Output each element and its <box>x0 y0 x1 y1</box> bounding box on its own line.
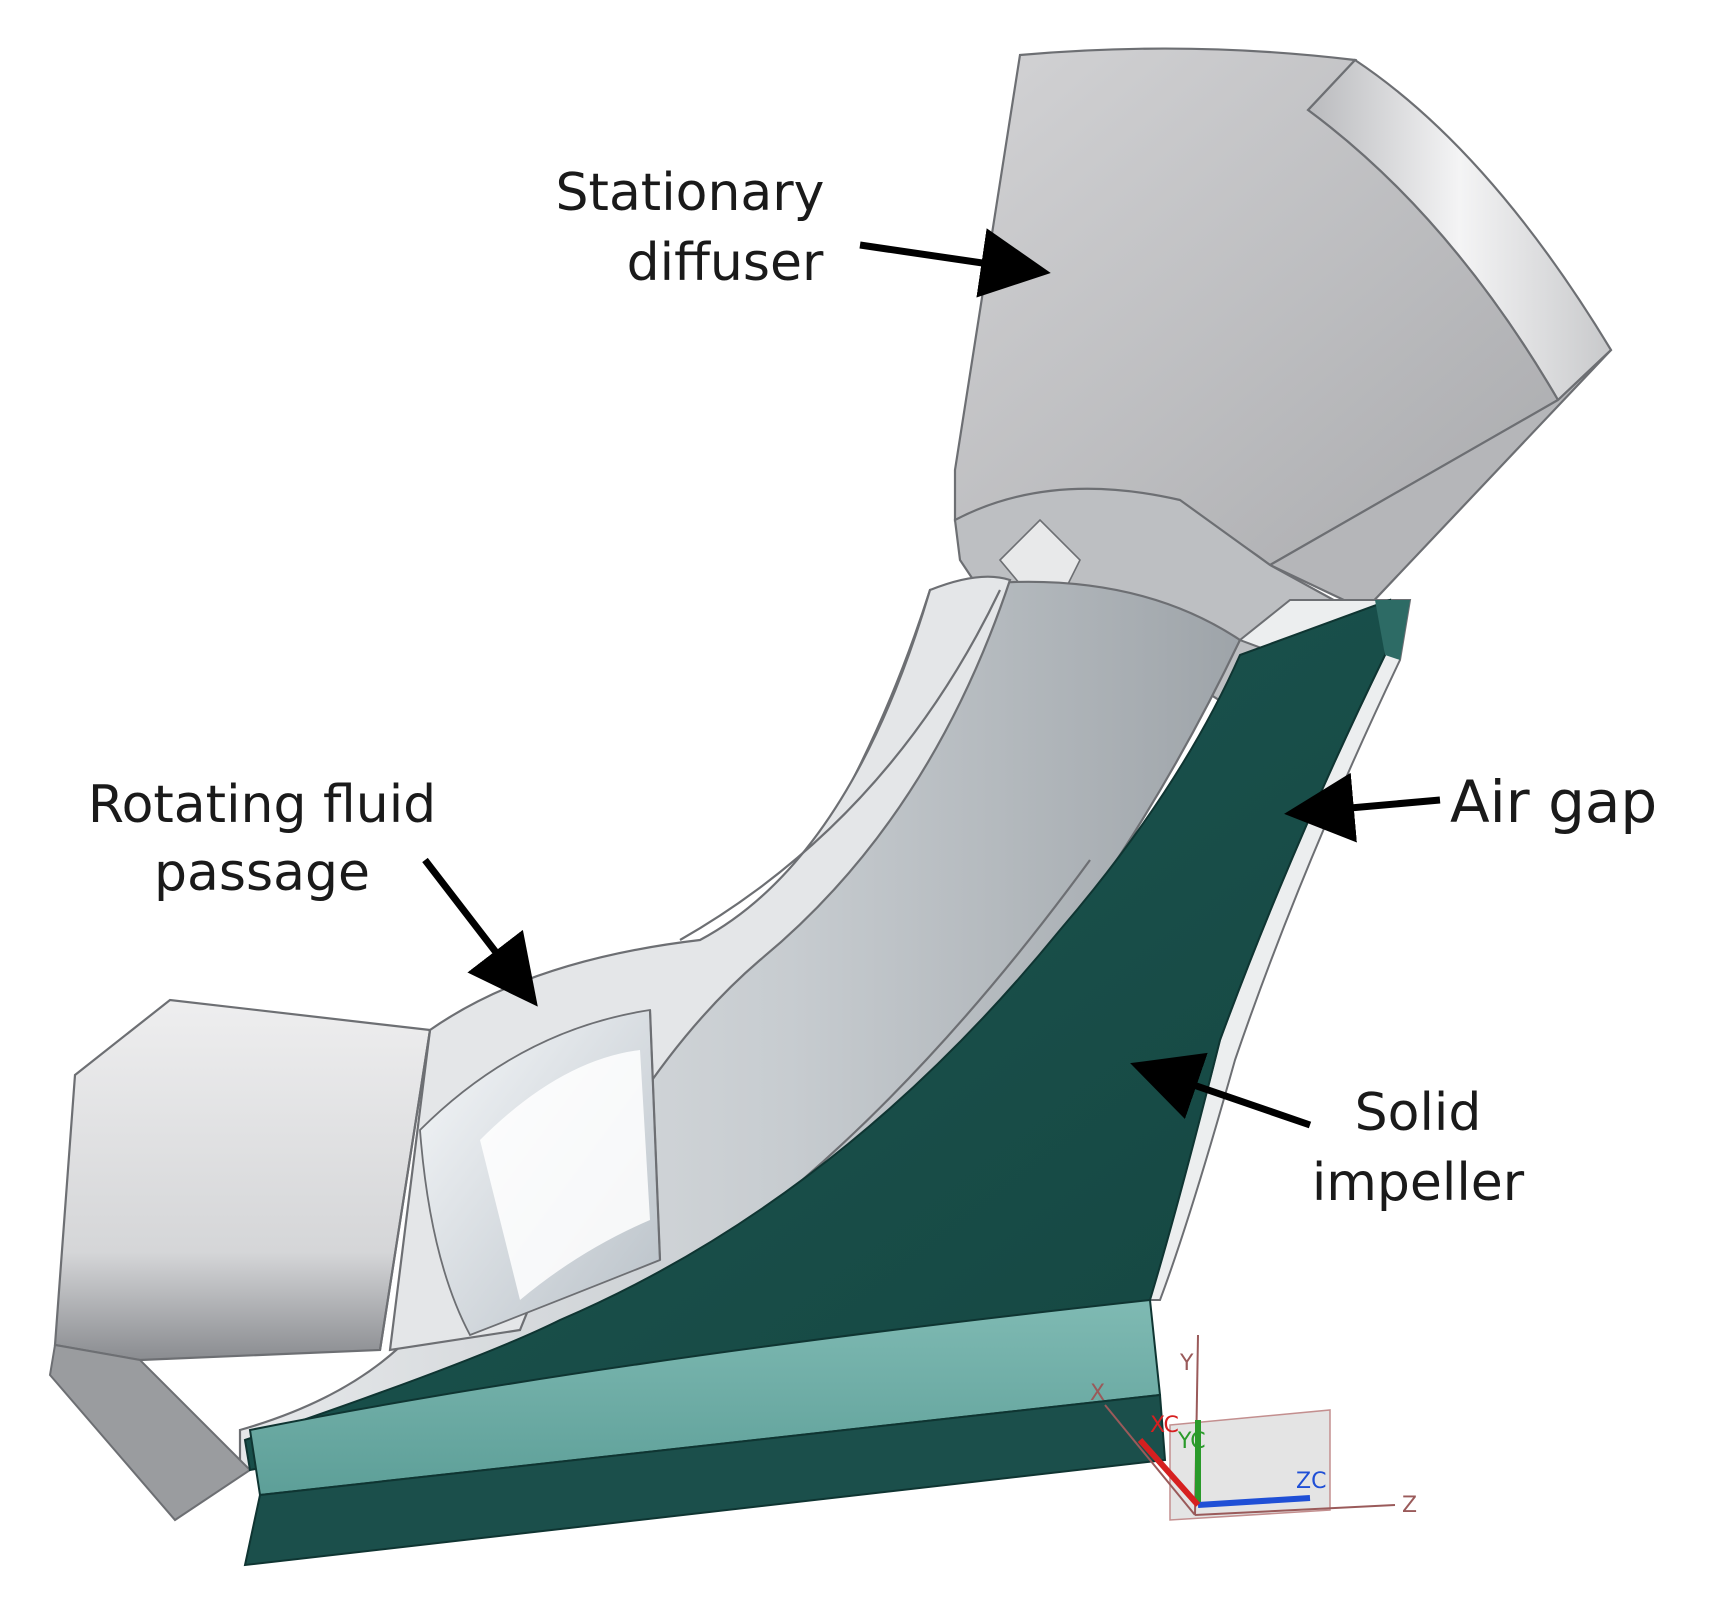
triad-z-axis <box>1194 1504 1396 1516</box>
label-solid-line2: impeller <box>1312 1153 1525 1213</box>
triad-x-label: X <box>1090 1381 1105 1406</box>
coordinate-triad-icon: Y Z X YC ZC XC <box>1090 1334 1417 1521</box>
inlet-block <box>53 998 432 1362</box>
label-air-gap: Air gap <box>1450 768 1657 836</box>
rotating-fluid-passage <box>48 575 1242 1522</box>
label-solid-line1: Solid <box>1355 1083 1482 1143</box>
label-stationary-line1: Stationary <box>556 163 825 223</box>
triad-x-axis <box>1104 1404 1196 1516</box>
solid-impeller <box>243 598 1410 1567</box>
callout-arrows <box>422 228 1441 1129</box>
label-rotating-line1: Rotating fluid <box>88 775 436 835</box>
impeller-hub-top <box>248 1298 1162 1497</box>
triad-xc-label: XC <box>1150 1413 1179 1438</box>
passage-edge-3 <box>378 1029 432 1351</box>
triad-plane <box>1169 1409 1331 1521</box>
triad-xc-axis <box>1137 1438 1201 1507</box>
label-stationary-line2: diffuser <box>627 233 824 293</box>
triad-z-label: Z <box>1402 1493 1417 1518</box>
arrow-solid-impeller <box>1130 1052 1312 1129</box>
triad-y-label: Y <box>1179 1351 1194 1376</box>
passage-edge-1 <box>679 589 1001 941</box>
impeller-blade-face <box>243 598 1392 1472</box>
arrow-stationary-diffuser <box>859 228 1051 298</box>
triad-zc-label: ZC <box>1296 1469 1326 1494</box>
passage-edge-4 <box>648 1009 662 1261</box>
arrow-air-gap <box>1284 772 1441 843</box>
triad-zc-axis <box>1197 1495 1311 1508</box>
impeller-tip <box>1375 600 1410 660</box>
inlet-underside <box>48 1343 252 1522</box>
passage-highlight <box>480 1050 650 1300</box>
label-rotating-line2: passage <box>154 843 370 903</box>
triad-yc-label: YC <box>1177 1429 1206 1454</box>
arrow-rotating-fluid-passage <box>422 857 538 1007</box>
impeller-hub-side <box>243 1393 1167 1567</box>
labels: Stationary diffuser Rotating fluid passa… <box>88 163 1657 1213</box>
